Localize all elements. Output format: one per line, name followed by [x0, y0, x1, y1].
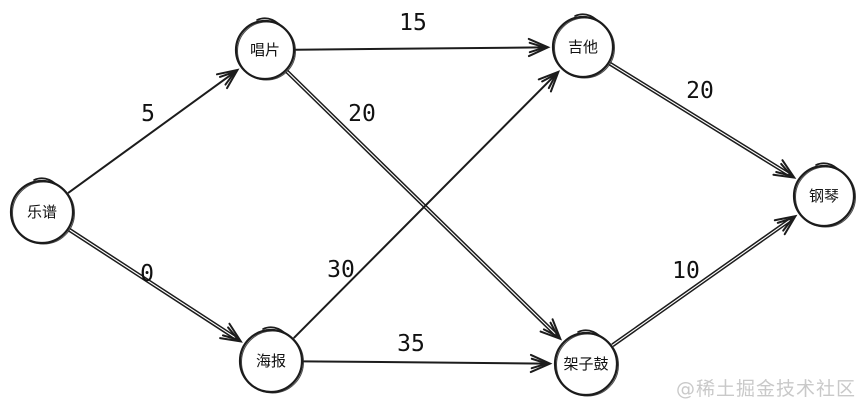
edge-jiazigu-gangqin: 10	[611, 214, 798, 347]
edge-jita-gangqin: 20	[608, 61, 797, 179]
edge-shaft	[287, 69, 558, 335]
edge-shaft	[611, 217, 791, 345]
edge-haibao-jita: 30	[293, 70, 561, 339]
node-gangqin: 钢琴	[792, 162, 856, 228]
arrowhead-icon	[218, 69, 238, 86]
node-circle-overshoot	[815, 162, 839, 170]
edge-yuepu-haibao: 0	[68, 228, 243, 343]
edge-shaft	[285, 71, 556, 337]
node-jita: 吉他	[551, 13, 615, 79]
node-haibao: 海报	[238, 326, 304, 394]
arrowhead-icon	[528, 41, 549, 54]
node-circle-overshoot	[262, 326, 286, 334]
node-circle-overshoot	[574, 13, 598, 21]
node-circle-overshoot	[577, 329, 601, 337]
node-label: 吉他	[568, 38, 598, 56]
edge-shaft	[612, 219, 793, 347]
node-circle	[9, 179, 75, 245]
edge-haibao-jiazigu: 35	[302, 331, 553, 374]
edge-changpian-jita: 15	[294, 10, 551, 58]
edge-weight-label: 5	[141, 101, 155, 127]
edge-shaft	[69, 228, 238, 338]
arrowhead-icon	[775, 162, 795, 178]
node-label: 海报	[256, 352, 286, 370]
arrowhead-icon	[530, 357, 551, 370]
node-circle	[238, 328, 304, 394]
edge-shaft	[608, 64, 790, 177]
node-label: 架子鼓	[563, 355, 608, 373]
node-circle-sketch	[241, 330, 304, 394]
arrowhead-icon	[221, 326, 242, 342]
node-jiazigu: 架子鼓	[553, 329, 619, 397]
edge-shaft	[302, 360, 546, 365]
edge-yuepu-changpian: 5	[67, 68, 240, 194]
edge-weight-label: 20	[348, 101, 376, 127]
edge-changpian-jiazigu: 20	[285, 69, 563, 341]
node-circle-sketch	[556, 333, 619, 397]
edge-weight-label: 35	[397, 331, 425, 357]
node-circle-sketch	[12, 181, 75, 245]
edge-weight-label: 15	[399, 10, 427, 36]
node-circle-overshoot	[256, 17, 280, 25]
node-label: 唱片	[250, 41, 280, 59]
arrowhead-icon	[541, 71, 559, 90]
edge-shaft	[68, 230, 236, 340]
node-label: 乐谱	[27, 203, 57, 221]
edge-shaft	[293, 75, 556, 339]
node-label: 钢琴	[809, 187, 839, 205]
watermark: @稀土掘金技术社区	[675, 378, 856, 400]
edge-shaft	[294, 46, 544, 51]
node-circle	[553, 331, 619, 397]
node-circle	[551, 15, 615, 79]
edge-shaft	[610, 61, 791, 175]
node-circle	[234, 19, 296, 81]
arrowhead-icon	[776, 215, 796, 232]
node-circle	[792, 164, 856, 228]
edge-weight-label: 10	[672, 258, 700, 284]
edge-weight-label: 30	[327, 257, 355, 283]
node-changpian: 唱片	[234, 17, 296, 81]
node-circle-overshoot	[33, 177, 57, 185]
edge-weight-label: 20	[686, 78, 714, 104]
node-circle-sketch	[795, 166, 856, 228]
edge-weight-label: 0	[140, 261, 154, 287]
arrowhead-icon	[542, 321, 561, 340]
edge-shaft	[67, 72, 234, 194]
node-circle-sketch	[554, 17, 615, 79]
node-yuepu: 乐谱	[9, 177, 75, 245]
node-circle-sketch	[237, 21, 296, 81]
